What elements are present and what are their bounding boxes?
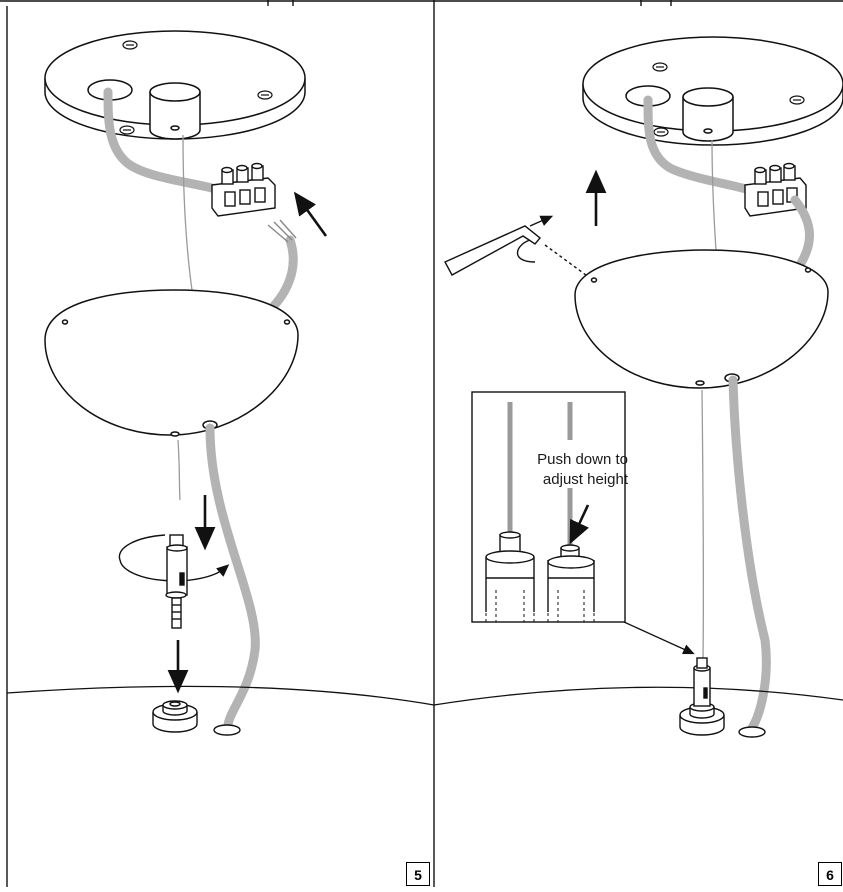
- arrow-up-left: [293, 191, 328, 237]
- suspension-wire: [182, 134, 193, 291]
- ceiling-canopy: [582, 36, 843, 146]
- height-adjuster: [118, 534, 230, 629]
- floor-cable: [728, 375, 771, 733]
- mains-cable: [103, 87, 225, 195]
- step-number-5: 5: [406, 862, 430, 886]
- lamp-cable-wires: [267, 219, 297, 243]
- callout-line-2: adjust height: [542, 471, 628, 488]
- panel-6: [433, 36, 843, 738]
- canopy-screws: [652, 62, 805, 137]
- dome-shade: [44, 289, 299, 437]
- suspension-wire: [711, 139, 717, 251]
- floor-line: [6, 685, 435, 706]
- canopy-screws: [119, 40, 273, 135]
- terminal-block: [744, 162, 807, 217]
- floor-base: [152, 700, 198, 733]
- inset-pointer: [623, 621, 695, 655]
- floor-cable: [205, 423, 260, 730]
- ceiling-canopy: [44, 30, 306, 140]
- dome-shade: [574, 249, 829, 389]
- lower-wire: [701, 389, 705, 661]
- mains-cable: [643, 95, 755, 195]
- panel-5: [6, 30, 435, 736]
- lower-wire: [177, 439, 181, 501]
- lamp-cable: [790, 195, 814, 270]
- floor-line: [433, 686, 843, 706]
- adjuster-on-base: [679, 657, 725, 736]
- detail-inset: [471, 391, 626, 623]
- hex-key-icon: [444, 215, 591, 279]
- floor-hole: [213, 724, 241, 736]
- terminal-block: [211, 162, 276, 217]
- push-arrow: [569, 504, 590, 545]
- callout-line-1: Push down to: [537, 451, 628, 468]
- lamp-cable: [265, 235, 298, 315]
- step-number-6: 6: [818, 862, 842, 886]
- push-down-callout: Push down to adjust height: [498, 450, 628, 490]
- floor-hole: [738, 726, 766, 738]
